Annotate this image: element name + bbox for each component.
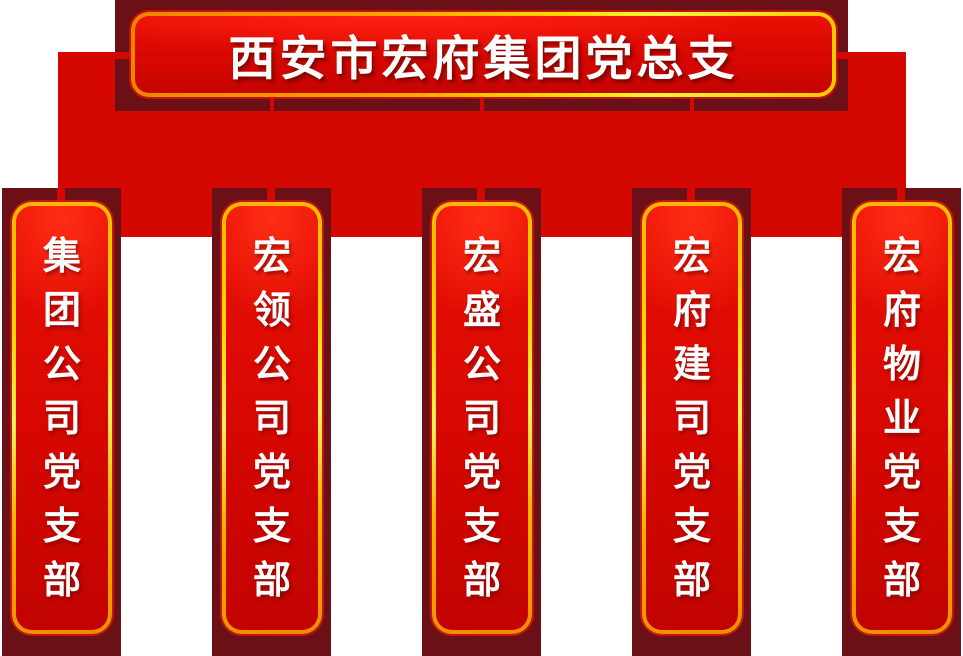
connector-slit: [690, 97, 694, 111]
node-surface: 集团公司党支部: [16, 206, 108, 630]
connector-slit: [477, 188, 485, 205]
connector-slit: [480, 97, 484, 111]
node-label: 宏府物业党支部: [882, 234, 921, 602]
connector-slit: [270, 97, 274, 111]
node-surface: 宏盛公司党支部: [436, 206, 528, 630]
node-banner: 宏盛公司党支部: [432, 202, 532, 634]
node-backing-plate: 集团公司党支部: [2, 188, 121, 656]
node-backing-plate: 宏府物业党支部: [842, 188, 961, 656]
title-backing-plate: 西安市宏府集团党总支: [115, 0, 848, 111]
node-backing-plate: 宏府建司党支部: [632, 188, 751, 656]
connector-stub-right: [834, 52, 848, 59]
node-surface: 宏领公司党支部: [226, 206, 318, 630]
node-label: 宏盛公司党支部: [462, 234, 501, 602]
connector-stub-left: [115, 52, 134, 59]
root-node-banner: 西安市宏府集团党总支: [131, 12, 836, 97]
node-surface: 宏府建司党支部: [646, 206, 738, 630]
root-node-label: 西安市宏府集团党总支: [228, 32, 739, 87]
connector-slit: [897, 188, 905, 205]
node-surface: 宏府物业党支部: [856, 206, 948, 630]
node-banner: 集团公司党支部: [12, 202, 112, 634]
connector-slit: [267, 188, 275, 205]
node-banner: 宏领公司党支部: [222, 202, 322, 634]
connector-slit: [57, 188, 65, 205]
connector-slit: [687, 188, 695, 205]
node-banner: 宏府建司党支部: [642, 202, 742, 634]
node-label: 集团公司党支部: [42, 234, 81, 602]
node-backing-plate: 宏盛公司党支部: [422, 188, 541, 656]
node-backing-plate: 宏领公司党支部: [212, 188, 331, 656]
node-banner: 宏府物业党支部: [852, 202, 952, 634]
node-label: 宏领公司党支部: [252, 234, 291, 602]
node-label: 宏府建司党支部: [672, 234, 711, 602]
root-node-surface: 西安市宏府集团党总支: [135, 16, 832, 93]
